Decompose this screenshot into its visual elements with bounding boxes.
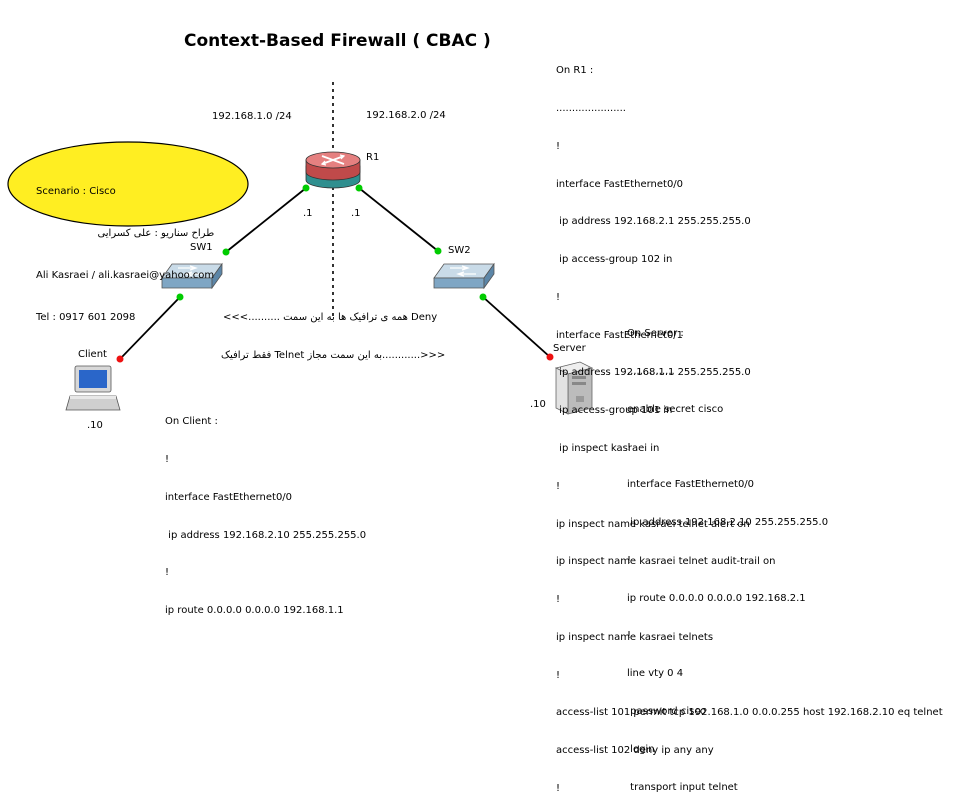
port-dot-client [116, 355, 124, 363]
port-dot-server [546, 353, 554, 361]
router-r1-label: R1 [366, 152, 380, 163]
config-line: On Server : [627, 328, 684, 340]
port-dot-r1-right [355, 184, 363, 192]
link-r1-sw2 [358, 187, 439, 252]
link-sw1-client [119, 296, 181, 360]
config-line: ip route 0.0.0.0 0.0.0.0 192.168.1.1 [165, 605, 344, 617]
subnet-right-label: 192.168.2.0 /24 [366, 110, 446, 121]
config-line: ip address 192.168.2.1 255.255.255.0 [556, 216, 751, 228]
client-config-block: On Client : ! interface FastEthernet0/0 … [165, 391, 366, 630]
switch-sw1-label: SW1 [190, 242, 213, 253]
scenario-line: Ali Kasraei / ali.kasraei@yahoo.com [36, 270, 215, 281]
deny-traffic-note: <<<.......... همه ی ترافیک ها به این سمت… [223, 312, 438, 323]
config-line: ip route 0.0.0.0 0.0.0.0 192.168.2.1 [627, 592, 806, 604]
config-line: transport input telnet [627, 781, 738, 793]
router-icon[interactable] [305, 151, 361, 189]
config-line: ! [627, 630, 632, 642]
config-line: interface FastEthernet0/0 [556, 178, 684, 190]
switch-sw2-label: SW2 [448, 245, 471, 256]
allow-telnet-note: فقط ترافیک Telnet به این سمت مجاز.......… [221, 350, 446, 361]
config-line: ! [627, 554, 632, 566]
topology-diagram [7, 82, 594, 415]
config-line: ! [556, 480, 561, 492]
config-line: interface FastEthernet0/0 [165, 491, 293, 503]
config-line: ! [165, 453, 170, 465]
config-line: ! [556, 140, 561, 152]
config-line: ............... [627, 365, 675, 377]
scenario-ellipse [7, 141, 249, 227]
port-dot-sw1-down [176, 293, 184, 301]
config-line: password cisco [627, 706, 706, 717]
server-config-block: On Server : ............... enable secre… [627, 303, 828, 807]
config-line: interface FastEthernet0/0 [627, 479, 755, 491]
config-line: ...................... [556, 102, 626, 114]
client-label: Client [78, 349, 107, 360]
link-r1-sw1 [225, 187, 307, 253]
config-line: ip inspect kasraei in [556, 443, 660, 454]
server-label: Server [553, 343, 586, 354]
diagram-title: Context-Based Firewall ( CBAC ) [184, 31, 491, 51]
config-line: ! [165, 567, 170, 579]
scenario-line: Tel : 0917 601 2098 [36, 312, 136, 323]
laptop-icon[interactable] [65, 365, 121, 411]
port-dot-sw2-down [479, 293, 487, 301]
server-icon[interactable] [554, 361, 594, 415]
config-line: On R1 : [556, 65, 594, 77]
config-line: line vty 0 4 [627, 668, 684, 680]
server-ip-label: .10 [530, 399, 546, 410]
r1-right-ip-label: .1 [351, 208, 361, 219]
scenario-text: Scenario : Cisco طراح سناریو : علی کسرای… [36, 157, 214, 339]
switch-sw1-icon[interactable] [161, 262, 223, 290]
config-line: ip access-group 102 in [556, 254, 673, 266]
scenario-line: طراح سناریو : علی کسرایی [97, 228, 215, 239]
link-sw2-server [482, 296, 551, 358]
r1-left-ip-label: .1 [303, 208, 313, 219]
client-ip-label: .10 [87, 420, 103, 431]
config-line: login [627, 743, 655, 755]
config-line: enable secret cisco [627, 403, 724, 415]
subnet-left-label: 192.168.1.0 /24 [212, 111, 292, 122]
config-line: ip address 192.168.1.1 255.255.255.0 [556, 367, 751, 379]
config-line: ! [627, 441, 632, 453]
switch-sw2-icon[interactable] [433, 262, 495, 290]
config-line: ip address 192.168.2.10 255.255.255.0 [627, 517, 829, 529]
port-dot-sw1-up [222, 248, 230, 256]
port-dot-sw2-up [434, 247, 442, 255]
scenario-line: Scenario : Cisco [36, 186, 116, 197]
config-line: ip address 192.168.2.10 255.255.255.0 [165, 529, 367, 541]
config-line: interface FastEthernet0/1 [556, 329, 684, 341]
config-line: ! [556, 291, 561, 303]
config-line: On Client : [165, 416, 218, 428]
port-dot-r1-left [302, 184, 310, 192]
config-line: ip access-group 101 in [556, 405, 673, 417]
